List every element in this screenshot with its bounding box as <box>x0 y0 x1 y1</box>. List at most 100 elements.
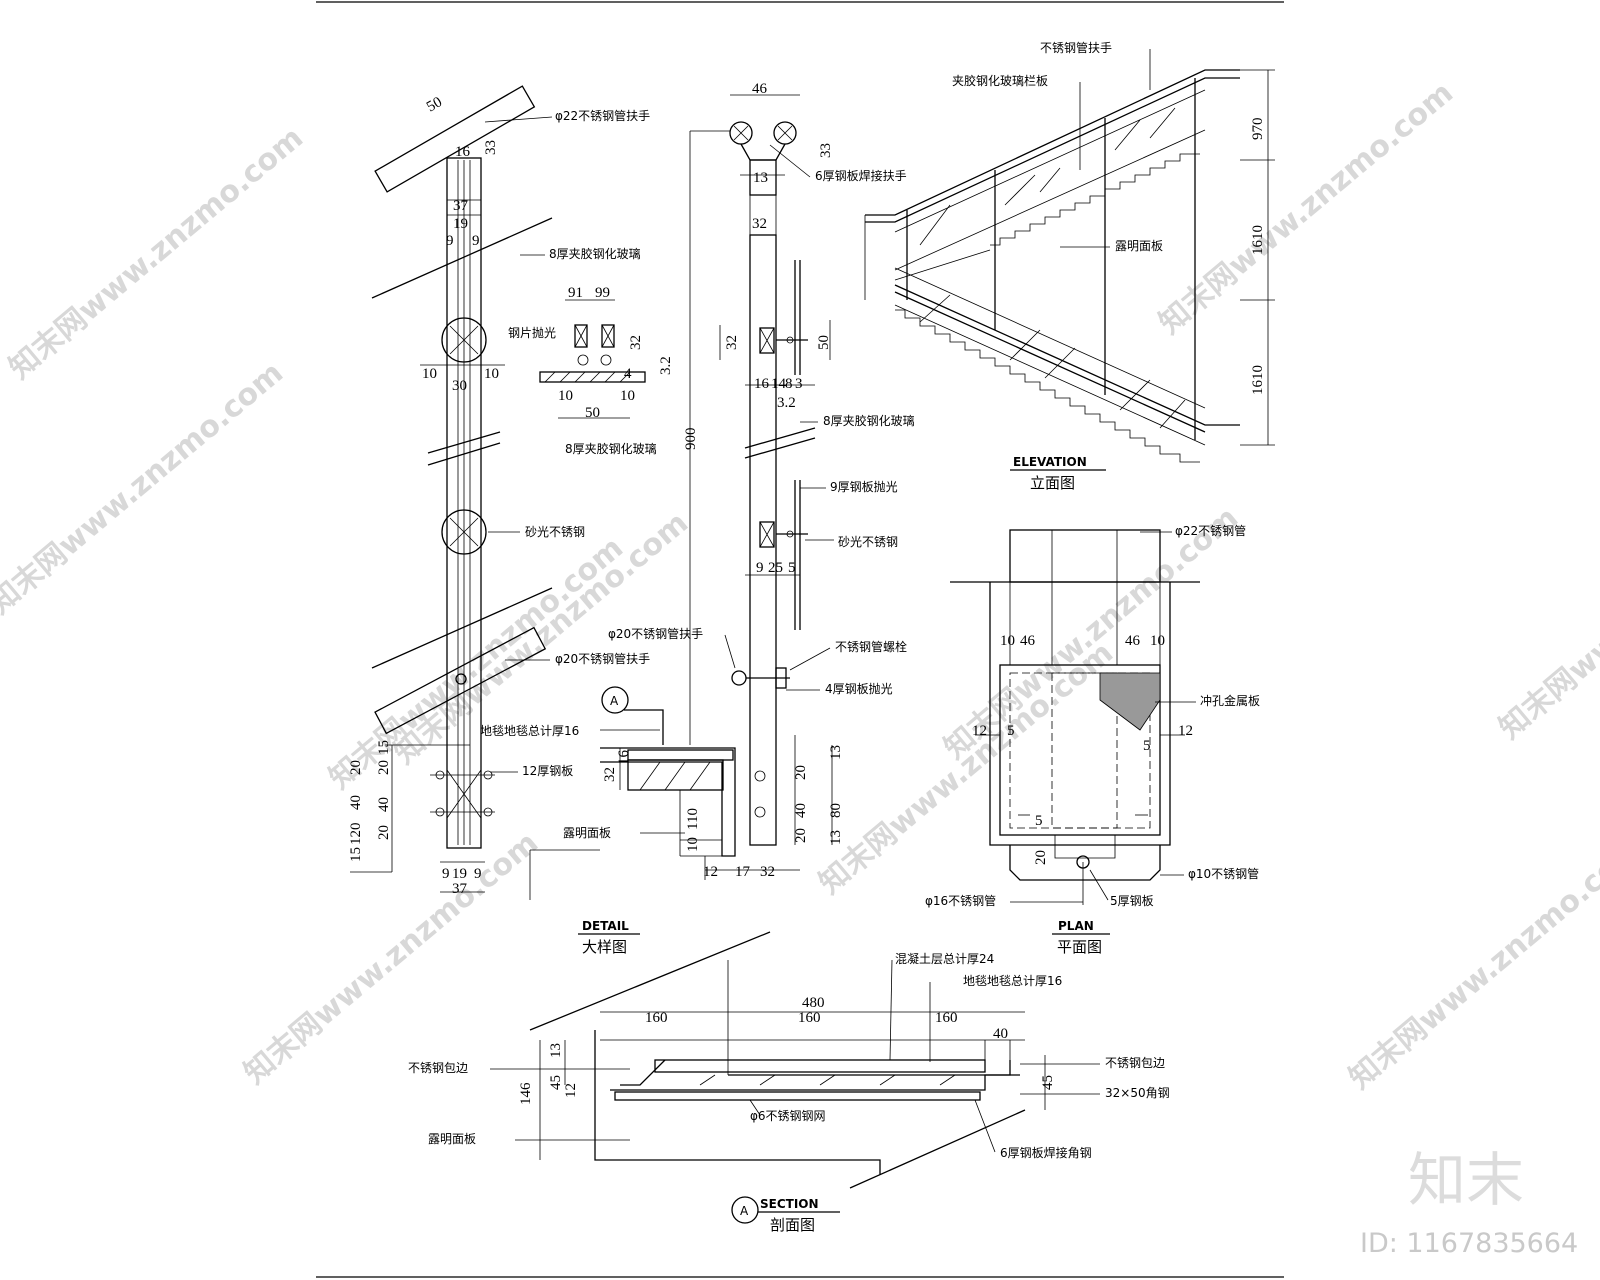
svg-text:8: 8 <box>785 376 793 392</box>
svg-text:91: 91 <box>568 285 583 301</box>
svg-text:5: 5 <box>1007 723 1015 739</box>
svg-text:20: 20 <box>793 765 809 780</box>
handrail-lower-pipe <box>374 626 547 735</box>
svg-text:37: 37 <box>452 881 468 897</box>
handrail-top-pipe <box>374 85 536 193</box>
svg-text:3.2: 3.2 <box>777 395 796 411</box>
svg-text:地毯地毯总计厚16: 地毯地毯总计厚16 <box>963 974 1062 988</box>
svg-text:9: 9 <box>472 233 480 249</box>
label-glass-8-b: 8厚夹胶钢化玻璃 <box>565 441 657 456</box>
svg-text:146: 146 <box>518 1082 534 1105</box>
svg-text:20: 20 <box>793 828 809 843</box>
svg-text:40: 40 <box>376 797 392 812</box>
label-steel-clamp: 钢片抛光 <box>508 325 556 340</box>
svg-text:夹胶钢化玻璃栏板: 夹胶钢化玻璃栏板 <box>952 73 1048 88</box>
svg-text:480: 480 <box>802 995 825 1011</box>
svg-text:32: 32 <box>724 335 740 350</box>
svg-text:冲孔金属板: 冲孔金属板 <box>1200 693 1260 708</box>
svg-text:12: 12 <box>1178 723 1193 739</box>
svg-text:19: 19 <box>452 866 467 882</box>
svg-text:5厚钢板: 5厚钢板 <box>1110 894 1154 908</box>
svg-text:10: 10 <box>484 366 499 382</box>
svg-text:12: 12 <box>563 1083 579 1098</box>
svg-text:ELEVATION: ELEVATION <box>1013 455 1087 469</box>
watermark-text: 知末网www.znzmo.com <box>1493 480 1600 746</box>
svg-text:9: 9 <box>474 866 482 882</box>
label-exposed-panel: 露明面板 <box>563 826 611 840</box>
label-carpet: 地毯地毯总计厚16 <box>480 724 579 738</box>
svg-text:45: 45 <box>548 1075 564 1090</box>
svg-text:32: 32 <box>628 335 644 350</box>
svg-text:19: 19 <box>453 216 468 232</box>
svg-text:16: 16 <box>754 376 770 392</box>
watermark-text: 知末网www.znzmo.com <box>3 120 310 386</box>
svg-text:13: 13 <box>828 745 844 760</box>
svg-text:33: 33 <box>483 140 499 155</box>
svg-text:20: 20 <box>1033 850 1049 865</box>
svg-text:40: 40 <box>993 1026 1008 1042</box>
svg-text:17: 17 <box>735 864 751 880</box>
perforated-panel-fill <box>1099 672 1161 731</box>
svg-text:5: 5 <box>1143 738 1151 754</box>
detail-front-view <box>350 85 600 900</box>
svg-text:6厚钢板焊接角钢: 6厚钢板焊接角钢 <box>1000 1145 1092 1160</box>
svg-text:160: 160 <box>798 1010 821 1026</box>
label-plate-12: 12厚钢板 <box>522 764 573 778</box>
svg-text:1610: 1610 <box>1250 365 1266 395</box>
post-side-outline <box>749 234 777 846</box>
svg-text:露明面板: 露明面板 <box>1115 239 1163 253</box>
elevation-view <box>864 69 1275 463</box>
svg-text:46: 46 <box>752 81 768 97</box>
svg-text:4: 4 <box>624 366 632 382</box>
svg-text:DETAIL: DETAIL <box>582 919 629 933</box>
watermark-text: 知末网www.znzmo.com <box>813 635 1120 901</box>
detail-dimensions: 50 16 33 37 19 9 9 91 99 32 4 3.2 10 30 … <box>348 81 844 897</box>
label-sand-steel: 砂光不锈钢 <box>525 525 585 539</box>
label-handrail-20-b: φ20不锈钢管扶手 <box>555 651 650 666</box>
svg-text:20: 20 <box>376 760 392 775</box>
label-handrail-22: φ22不锈钢管扶手 <box>555 108 650 123</box>
section-labels: 混凝土层总计厚24 地毯地毯总计厚16 不锈钢包边 不锈钢包边 32×50角钢 … <box>408 951 1170 1160</box>
elevation-title: ELEVATION 立面图 <box>1010 455 1106 492</box>
svg-text:10: 10 <box>1150 633 1165 649</box>
svg-text:120: 120 <box>348 823 364 846</box>
plan-view <box>950 529 1200 905</box>
label-glass-8: 8厚夹胶钢化玻璃 <box>549 246 641 261</box>
svg-text:露明面板: 露明面板 <box>428 1132 476 1146</box>
svg-text:φ16不锈钢管: φ16不锈钢管 <box>925 893 996 908</box>
svg-text:不锈钢管扶手: 不锈钢管扶手 <box>1040 40 1112 55</box>
svg-text:9: 9 <box>442 866 450 882</box>
elevation-labels: 不锈钢管扶手 夹胶钢化玻璃栏板 露明面板 970 1610 1610 <box>952 40 1266 395</box>
svg-text:13: 13 <box>828 830 844 845</box>
section-title: A SECTION 剖面图 <box>731 1196 840 1234</box>
svg-text:SECTION: SECTION <box>760 1197 819 1211</box>
svg-text:立面图: 立面图 <box>1030 474 1075 492</box>
svg-text:5: 5 <box>1035 813 1043 829</box>
svg-text:9: 9 <box>756 560 764 576</box>
svg-text:32: 32 <box>760 864 775 880</box>
svg-text:16: 16 <box>616 750 632 766</box>
svg-text:平面图: 平面图 <box>1057 938 1102 956</box>
svg-text:110: 110 <box>685 808 701 830</box>
svg-text:20: 20 <box>348 760 364 775</box>
svg-text:PLAN: PLAN <box>1058 919 1094 933</box>
svg-text:13: 13 <box>753 170 768 186</box>
svg-text:50: 50 <box>424 94 445 115</box>
section-marker-a <box>601 686 629 714</box>
svg-text:A: A <box>740 1204 749 1218</box>
svg-text:1610: 1610 <box>1250 225 1266 255</box>
svg-text:32×50角钢: 32×50角钢 <box>1105 1086 1170 1100</box>
brand-watermark: 知末 <box>1408 1146 1524 1214</box>
svg-text:160: 160 <box>645 1010 668 1026</box>
svg-text:3.2: 3.2 <box>658 356 674 375</box>
svg-text:10: 10 <box>620 388 635 404</box>
watermark-layer: 知末网www.znzmo.com 知末网www.znzmo.com 知末网www… <box>0 75 1600 1259</box>
svg-text:不锈钢包边: 不锈钢包边 <box>408 1061 468 1075</box>
svg-text:30: 30 <box>452 378 467 394</box>
label-plate-9: 9厚钢板抛光 <box>830 479 898 494</box>
svg-text:45: 45 <box>1040 1075 1056 1090</box>
svg-text:40: 40 <box>348 795 364 810</box>
svg-text:12: 12 <box>972 723 987 739</box>
svg-text:50: 50 <box>816 335 832 350</box>
